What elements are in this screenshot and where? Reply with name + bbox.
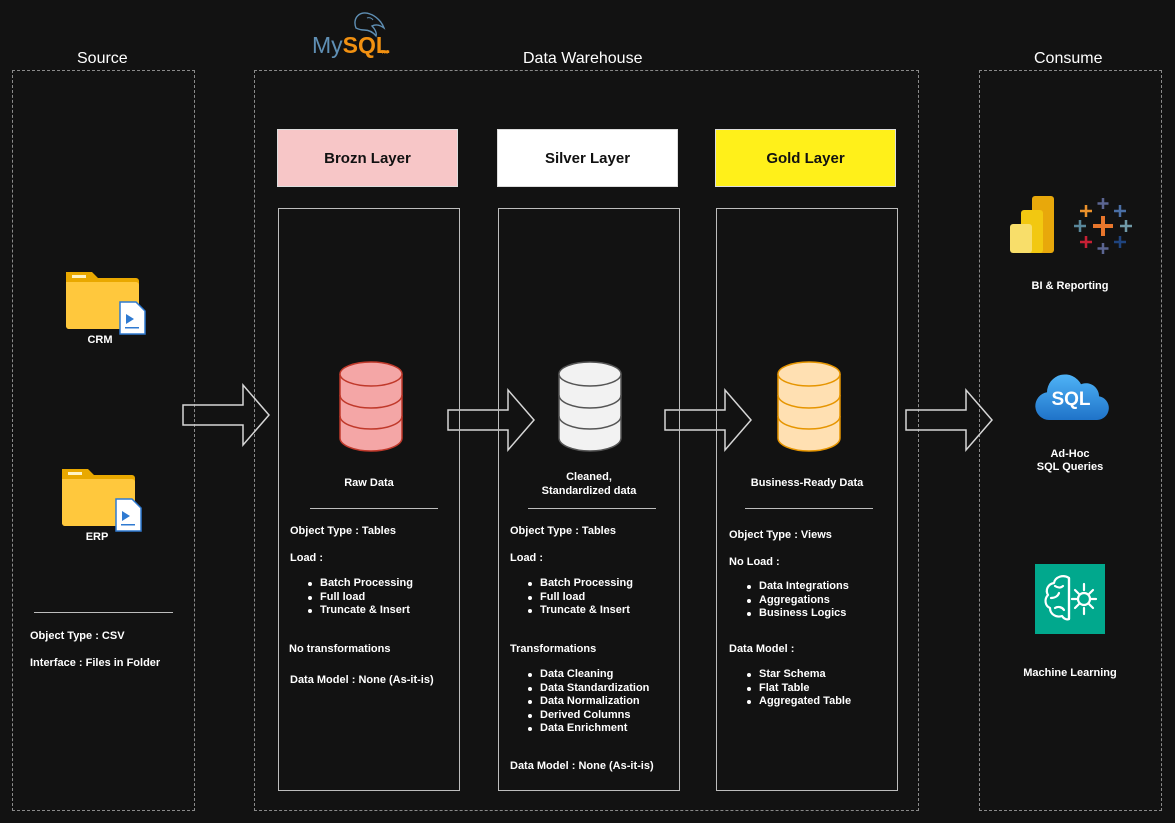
- list-item: Flat Table: [745, 682, 851, 696]
- gold-object-type: Object Type : Views: [729, 529, 832, 541]
- list-item: Full load: [526, 591, 633, 605]
- consume-section: [979, 70, 1162, 811]
- erp-label: ERP: [85, 531, 109, 543]
- gold-data-model: Data Model :: [729, 643, 795, 655]
- machine-learning-label: Machine Learning: [1023, 667, 1117, 679]
- bronze-object-type: Object Type : Tables: [290, 525, 396, 537]
- bronze-load-list: Batch Processing Full load Truncate & In…: [306, 577, 413, 618]
- logo-sql: SQL: [342, 32, 390, 58]
- adhoc-label-line2: SQL Queries: [1036, 461, 1104, 473]
- list-item: Aggregations: [745, 594, 849, 608]
- list-item: Data Enrichment: [526, 722, 649, 736]
- bronze-data-model: Data Model : None (As-it-is): [290, 674, 434, 686]
- bi-reporting-label: BI & Reporting: [1031, 280, 1109, 292]
- arrow-right-icon: [447, 388, 535, 452]
- silver-transform-title: Transformations: [510, 643, 597, 655]
- list-item: Truncate & Insert: [306, 604, 413, 618]
- list-item: Star Schema: [745, 668, 851, 682]
- arrow-right-icon: [182, 383, 270, 447]
- silver-data-model: Data Model : None (As-it-is): [510, 760, 654, 772]
- silver-load-title: Load :: [510, 552, 543, 564]
- list-item: Data Integrations: [745, 580, 849, 594]
- source-title: Source: [67, 50, 138, 68]
- dolphin-icon: [354, 12, 386, 38]
- warehouse-title: Data Warehouse: [513, 50, 653, 68]
- gold-layer-header: Gold Layer: [715, 129, 896, 187]
- gold-load-list: Data Integrations Aggregations Business …: [745, 580, 849, 621]
- gold-load-title: No Load :: [729, 556, 780, 568]
- list-item: Data Normalization: [526, 695, 649, 709]
- source-object-type: Object Type : CSV: [30, 630, 125, 642]
- silver-divider: [528, 508, 656, 509]
- sql-badge-text: SQL: [1051, 389, 1091, 410]
- gold-model-list: Star Schema Flat Table Aggregated Table: [745, 668, 851, 709]
- database-icon: [558, 361, 622, 452]
- bronze-layer-box: [278, 208, 460, 791]
- source-interface: Interface : Files in Folder: [30, 657, 161, 669]
- mysql-logo: MySQL TM: [312, 6, 392, 58]
- source-section: [12, 70, 195, 811]
- source-divider: [34, 612, 173, 613]
- logo-tm: TM: [381, 50, 389, 56]
- bronze-load-title: Load :: [290, 552, 323, 564]
- tableau-icon: [1074, 198, 1132, 254]
- list-item: Truncate & Insert: [526, 604, 633, 618]
- warehouse-section: [254, 70, 919, 811]
- arrow-right-icon: [664, 388, 752, 452]
- arrow-right-icon: [905, 388, 993, 452]
- list-item: Batch Processing: [306, 577, 413, 591]
- logo-my: My: [312, 32, 343, 58]
- list-item: Batch Processing: [526, 577, 633, 591]
- sql-cloud-icon: SQL: [1033, 370, 1109, 422]
- adhoc-label-line1: Ad-Hoc: [1050, 448, 1090, 460]
- silver-transform-list: Data Cleaning Data Standardization Data …: [526, 668, 649, 736]
- gold-divider: [745, 508, 873, 509]
- list-item: Derived Columns: [526, 709, 649, 723]
- erp-folder-icon: [62, 469, 142, 532]
- bronze-divider: [310, 508, 438, 509]
- gold-caption: Business-Ready Data: [750, 477, 864, 489]
- crm-label: CRM: [87, 334, 113, 346]
- list-item: Full load: [306, 591, 413, 605]
- consume-title: Consume: [1024, 50, 1113, 68]
- silver-caption: Cleaned, Standardized data: [541, 471, 637, 497]
- database-icon: [339, 361, 403, 452]
- bronze-layer-header: Brozn Layer: [277, 129, 458, 187]
- list-item: Business Logics: [745, 607, 849, 621]
- list-item: Data Standardization: [526, 682, 649, 696]
- bronze-caption: Raw Data: [344, 477, 394, 489]
- list-item: Data Cleaning: [526, 668, 649, 682]
- machine-learning-icon: [1035, 564, 1105, 634]
- silver-load-list: Batch Processing Full load Truncate & In…: [526, 577, 633, 618]
- power-bi-icon: [1010, 196, 1054, 253]
- database-icon: [777, 361, 841, 452]
- gold-layer-box: [716, 208, 898, 791]
- bronze-transform-title: No transformations: [289, 643, 391, 655]
- list-item: Aggregated Table: [745, 695, 851, 709]
- silver-layer-header: Silver Layer: [497, 129, 678, 187]
- silver-layer-box: [498, 208, 680, 791]
- crm-folder-icon: [66, 272, 146, 335]
- silver-object-type: Object Type : Tables: [510, 525, 616, 537]
